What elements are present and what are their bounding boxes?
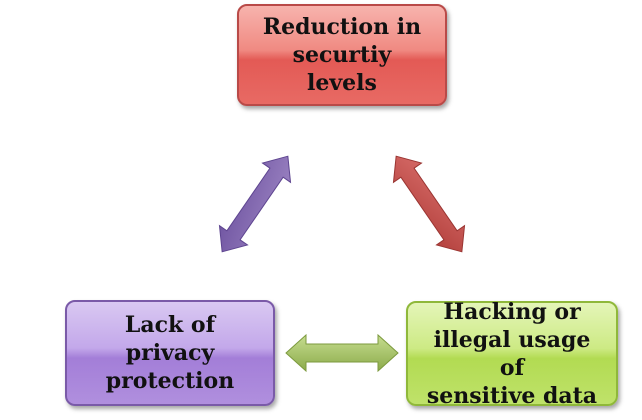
node-lack-of-privacy-protection: Lack of privacy protection [65, 300, 275, 406]
node-left-line1: Lack of privacy [124, 312, 216, 366]
node-right-line1: Hacking or [443, 298, 581, 325]
node-top-line2: securtiy levels [292, 42, 392, 96]
double-arrow-bottom [285, 333, 399, 373]
node-reduction-in-security-levels: Reduction in securtiy levels [237, 4, 447, 106]
node-left-line2: protection [105, 368, 235, 394]
node-hacking-or-illegal-usage: Hacking or illegal usage of sensitive da… [406, 298, 618, 409]
node-right-line2: illegal usage of [433, 326, 591, 381]
double-arrow-right [392, 155, 466, 253]
node-right-line3: sensitive data [426, 382, 598, 409]
double-arrow-left [218, 155, 292, 253]
node-top-line1: Reduction in [262, 14, 422, 40]
